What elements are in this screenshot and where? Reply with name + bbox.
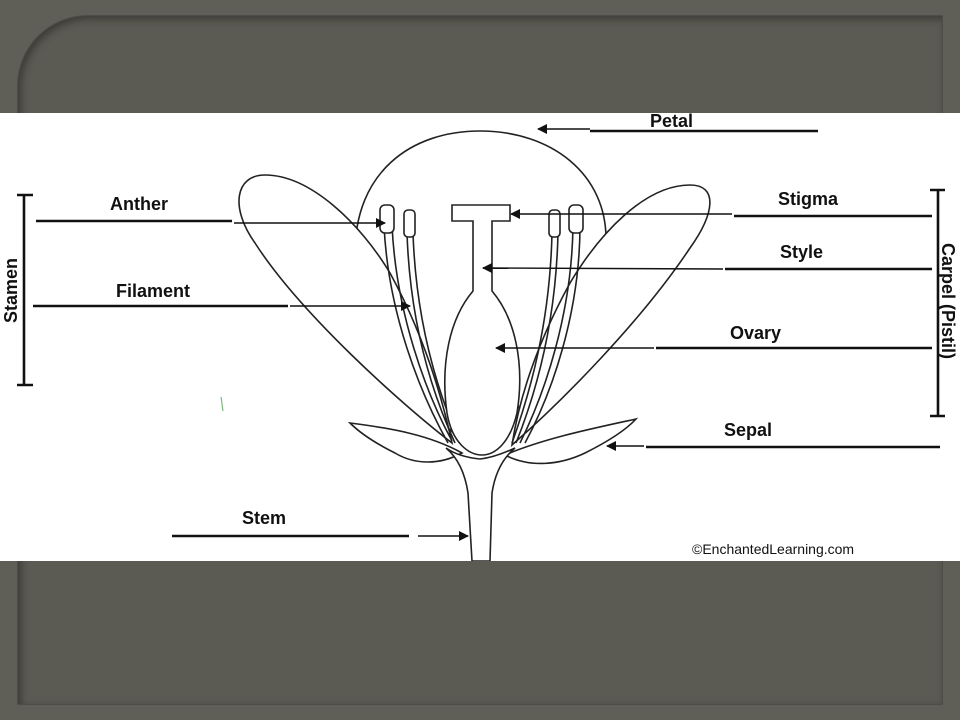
flower-diagram-panel: Petal Anther Stigma Style Filament Ovary… [0,113,960,561]
carpel-bracket [930,188,945,418]
anther-left-outer [379,204,395,234]
anther-left-inner [403,209,416,238]
label-stamen: Stamen [1,258,21,323]
credit-text: ©EnchantedLearning.com [692,541,854,557]
label-carpel: Carpel (Pistil) [938,243,958,359]
pistil [444,204,521,456]
right-petal [510,184,711,448]
filament-left-outer [383,224,449,444]
label-petal: Petal [650,113,693,131]
label-stem: Stem [242,508,286,528]
filament-left-inner [406,232,456,444]
sepal-left [347,421,464,463]
anther-right-outer [568,204,584,234]
stamen-bracket [17,193,33,387]
left-petal [238,174,454,445]
label-anther: Anther [110,194,168,214]
label-stigma: Stigma [778,189,839,209]
anther-right-inner [548,209,561,238]
stray-mark [220,396,224,412]
filament-right-inner [511,232,553,444]
label-sepal: Sepal [724,420,772,440]
filament-left-outer-2 [391,224,453,442]
label-ovary: Ovary [730,323,781,343]
label-filament: Filament [116,281,190,301]
filament-right-inner-2 [515,232,559,444]
flower-diagram: Petal Anther Stigma Style Filament Ovary… [1,113,958,561]
label-style: Style [780,242,823,262]
style-arrow [482,263,724,274]
stem [445,447,516,561]
